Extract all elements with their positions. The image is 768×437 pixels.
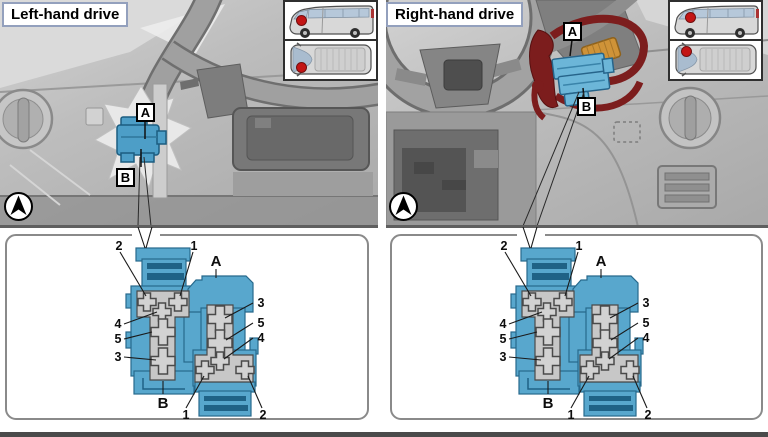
label-b-tag: B (116, 168, 135, 187)
location-marker-icon (296, 15, 307, 26)
van-side-view (283, 0, 378, 41)
photo-left-hand-drive: Left-hand drive A B (0, 0, 378, 228)
location-marker-icon (296, 62, 307, 73)
label-a-tag: A (136, 103, 155, 122)
compass-north-icon (389, 192, 418, 221)
north-arrow-icon (10, 195, 27, 215)
dashboard-scene-rhd (386, 0, 768, 225)
headlight-switch (0, 88, 54, 150)
location-marker-icon (685, 12, 696, 23)
van-top-view (668, 39, 763, 81)
van-side-view (668, 0, 763, 41)
vehicle-location-inset-rhd (668, 0, 763, 81)
compass-north-icon (4, 192, 33, 221)
label-b-tag: B (577, 97, 596, 116)
vehicle-location-inset-lhd (283, 0, 378, 81)
leader-lines (522, 91, 585, 225)
air-vent (657, 165, 717, 209)
van-top-view (283, 39, 378, 81)
north-arrow-icon (395, 195, 412, 215)
van-side-icon (674, 5, 759, 38)
van-top-icon (290, 42, 372, 77)
detail-panels: 2 1 A 4 5 3 3 5 4 B 1 2 (5, 225, 763, 432)
photo-right-hand-drive: Right-hand drive A B (386, 0, 768, 228)
bottom-bar (0, 432, 768, 437)
lower-dash-shadow (0, 196, 378, 225)
title-left-hand-drive: Left-hand drive (2, 2, 129, 27)
van-top-icon (675, 42, 757, 77)
dashed-outline (613, 121, 641, 143)
location-marker-icon (681, 46, 692, 57)
dash-crease (535, 111, 639, 225)
stalk (180, 78, 199, 90)
headlight-switch (658, 86, 722, 150)
leader-lines (137, 156, 152, 225)
label-a-tag: A (563, 22, 582, 41)
label-lines (140, 121, 146, 167)
dashboard-scene-lhd (0, 0, 378, 225)
cutaway-lines (9, 149, 91, 206)
storage-compartment (232, 107, 373, 196)
title-right-hand-drive: Right-hand drive (386, 2, 524, 27)
switch-blank (85, 107, 104, 126)
van-side-icon (289, 5, 374, 38)
